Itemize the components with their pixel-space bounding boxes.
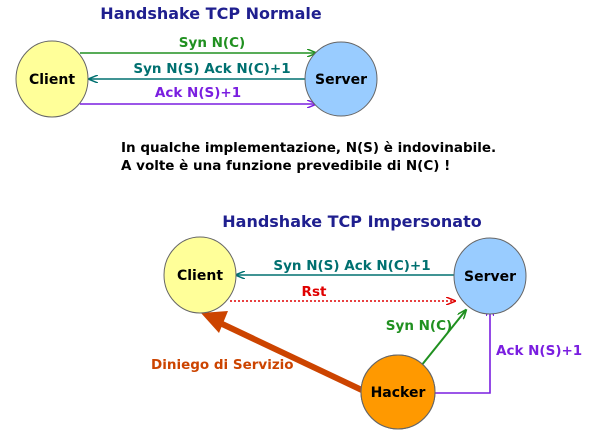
top-ack-label: Ack N(S)+1 [155,85,241,101]
bottom-ack-arrow [434,307,490,394]
top-syn-label: Syn N(C) [179,35,245,51]
hacker-node-outline [360,354,436,430]
dos-arrow-head [201,311,228,333]
bottom-server-label: Server [464,269,516,285]
top-server-label: Server [315,72,367,88]
bottom-rst-label: Rst [302,284,327,300]
bottom-server-node [453,237,527,315]
bottom-client-label: Client [177,268,223,284]
bottom-synack-label: Syn N(S) Ack N(C)+1 [273,258,430,274]
top-client-label: Client [29,72,75,88]
bottom-client-node [163,236,237,314]
dos-label: Diniego di Servizio [151,357,294,373]
dos-arrow-shaft [216,319,368,395]
top-synack-label: Syn N(S) Ack N(C)+1 [133,61,290,77]
bottom-syn-label: Syn N(C) [386,318,452,334]
top-server-node [304,41,378,117]
note-line-2: A volte è una funzione prevedibile di N(… [121,158,450,174]
bottom-syn-arrow [420,310,466,367]
top-client-node [15,40,89,118]
bottom-title: Handshake TCP Impersonato [222,212,482,231]
top-title: Handshake TCP Normale [100,4,322,23]
bottom-ack-label: Ack N(S)+1 [496,343,582,359]
note-line-1: In qualche implementazione, N(S) è indov… [121,140,496,156]
hacker-label: Hacker [371,385,426,401]
